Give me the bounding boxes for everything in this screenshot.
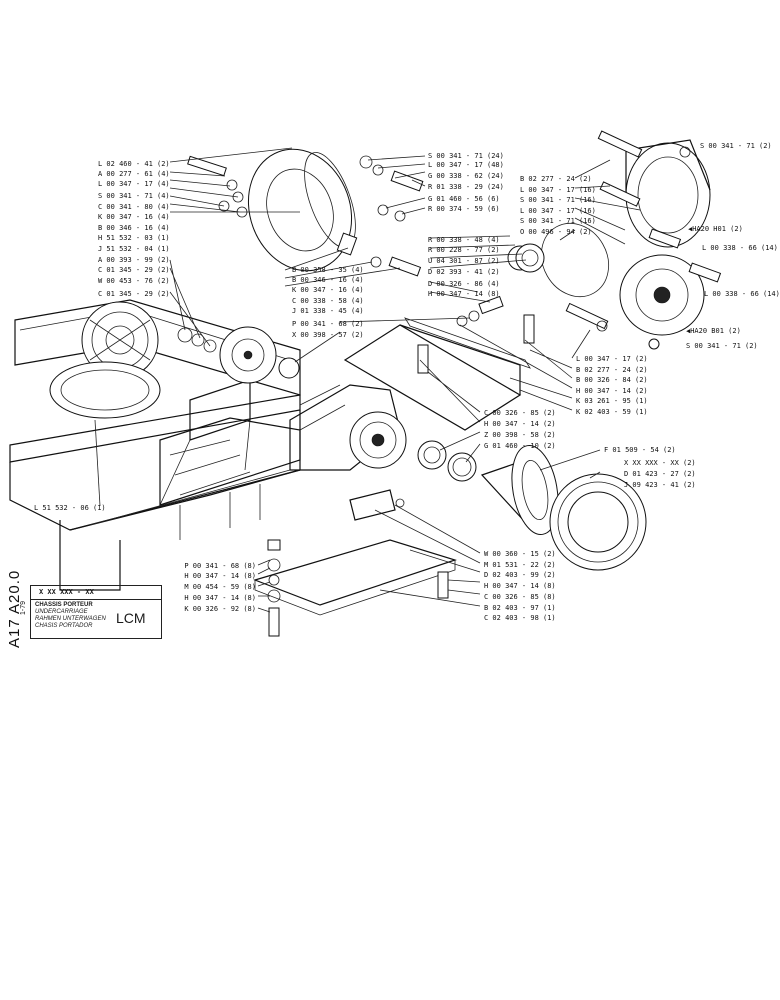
callout-rm-1: L 00 347 - 17 (2) [576,355,648,363]
part-code: X XX XXX - XX [39,588,94,596]
callout-ur-1: B 02 277 - 24 (2) [520,175,592,183]
callout-mid-3: K 00 347 - 16 (4) [292,286,364,294]
hydraulic-motor-bottom [565,254,722,350]
callout-ur-5: S 00 341 - 71 (16) [520,217,596,225]
callout-fr-1: S 00 341 - 71 (2) [700,142,772,150]
callout-cl-4: G 01 460 - 10 (2) [484,442,556,450]
callout-left-12: W 00 453 - 76 (2) [98,277,170,285]
callout-left-2: A 00 277 - 61 (4) [98,170,170,178]
callout-top-2: L 00 347 - 17 (48) [428,161,504,169]
callout-fr-2-text: HA20 H01 (2) [692,225,743,233]
callout-cr-3: U 04 301 - 87 (2) [428,257,500,265]
callout-bc-1: W 00 360 - 15 (2) [484,550,556,558]
callout-bc-4: H 00 347 - 14 (8) [484,582,556,590]
callout-left-5: C 00 341 - 80 (4) [98,203,170,211]
callout-rm-6: K 02 403 - 59 (1) [576,408,648,416]
callout-mid-4: C 00 338 - 58 (4) [292,297,364,305]
callout-dr-4: J 09 423 - 41 (2) [624,481,696,489]
callout-left-3: L 00 347 - 17 (4) [98,180,170,188]
model-name: LCM [116,610,146,626]
callout-fr-3: L 00 338 - 66 (14) [702,244,778,252]
callout-bc-7: C 02 403 - 98 (1) [484,614,556,622]
hydraulic-motor-top [515,130,711,297]
title-fr: CHASSIS PORTEUR [35,602,93,608]
callout-bc-3: D 02 403 - 99 (2) [484,571,556,579]
callout-mid-5: J 01 338 - 45 (4) [292,307,364,315]
callout-cl-1: C 00 326 - 85 (2) [484,409,556,417]
callout-left-1: L 02 460 - 41 (2) [98,160,170,168]
callout-fr-2: ◀HA20 H01 (2) [688,225,743,233]
undercarriage-frame [9,299,301,591]
callout-top-5: G 01 460 - 56 (6) [428,195,500,203]
title-es: CHASIS PORTADOR [35,623,93,629]
callout-bl-4: H 00 347 - 14 (8) [184,594,256,602]
callout-fr-5: ◀HA20 B01 (2) [686,327,741,335]
callout-top-4: R 01 338 - 29 (24) [428,183,504,191]
title-block: X XX XXX - XX CHASSIS PORTEUR UNDERCARRI… [30,585,162,639]
callout-mid-1: B 00 358 - 35 (4) [292,266,364,274]
callout-cr-4: D 02 393 - 41 (2) [428,268,500,276]
callout-fr-4: L 00 338 - 66 (14) [704,290,780,298]
callout-ur-3: S 00 341 - 71 (16) [520,196,596,204]
title-divider [31,599,161,600]
callout-bl-5: K 00 326 - 92 (8) [184,605,256,613]
callout-fr-5-text: HA20 B01 (2) [690,327,741,335]
callout-cr-6: H 00 347 - 14 (8) [428,290,500,298]
callout-cl-3: Z 00 398 - 58 (2) [484,431,556,439]
callout-fr-6: S 00 341 - 71 (2) [686,342,758,350]
crossmember [289,384,407,471]
callout-left-13: C 01 345 - 29 (2) [98,290,170,298]
callout-cr-1: R 00 338 - 48 (4) [428,236,500,244]
callout-dr-2: X XX XXX - XX (2) [624,459,696,467]
bearing-stack [417,440,477,482]
callout-left-11: C 01 345 - 29 (2) [98,266,170,274]
callout-bl-3: M 00 454 - 59 (8) [184,583,256,591]
callout-rm-5: K 03 261 - 95 (1) [576,397,648,405]
callout-rm-4: H 00 347 - 14 (2) [576,387,648,395]
callout-mid-2: B 00 346 - 16 (4) [292,276,364,284]
callout-rm-2: B 02 277 - 24 (2) [576,366,648,374]
left-gear-assembly [177,148,356,384]
callout-ur-4: L 00 347 - 17 (16) [520,207,596,215]
callout-top-3: G 00 338 - 62 (24) [428,172,504,180]
callout-left-4: S 00 341 - 71 (4) [98,192,170,200]
callout-ur-2: L 00 347 - 17 (16) [520,186,596,194]
callout-bc-6: B 02 403 - 97 (1) [484,604,556,612]
title-de: RAHMEN UNTERWAGEN [35,616,106,622]
bottom-plate [253,489,457,637]
callout-left-10: A 00 393 - 99 (2) [98,256,170,264]
callout-bl-1: P 00 341 - 68 (8) [184,562,256,570]
callout-bc-5: C 00 326 - 85 (8) [484,593,556,601]
callout-left-9: J 51 532 - 04 (1) [98,245,170,253]
callout-cr-2: R 00 228 - 77 (2) [428,246,500,254]
sheet-date: 1-79 [20,600,27,615]
callout-ur-6: O 00 496 - 94 (2) [520,228,592,236]
callout-dr-1: F 01 509 - 54 (2) [604,446,676,454]
callout-left-7: B 00 346 - 16 (4) [98,224,170,232]
callout-cr-5: D 00 326 - 86 (4) [428,280,500,288]
callout-top-1: S 00 341 - 71 (24) [428,152,504,160]
title-en: UNDERCARRIAGE [35,609,88,615]
callout-mid-6: P 00 341 - 68 (2) [292,320,364,328]
callout-dr-3: D 01 423 - 27 (2) [624,470,696,478]
callout-left-6: K 00 347 - 16 (4) [98,213,170,221]
leader-lines [94,147,641,613]
callout-bc-2: M 01 531 - 22 (2) [484,561,556,569]
top-bolts [336,155,424,277]
callout-bl-2: H 00 347 - 14 (8) [184,572,256,580]
callout-left-8: H 51 532 - 03 (1) [98,234,170,242]
callout-rm-3: B 00 326 - 84 (2) [576,376,648,384]
callout-top-6: R 00 374 - 59 (6) [428,205,500,213]
callout-cl-2: H 00 347 - 14 (2) [484,420,556,428]
callout-mid-7: X 00 398 - 57 (2) [292,331,364,339]
callout-frame: L 51 532 - 06 (1) [34,504,106,512]
